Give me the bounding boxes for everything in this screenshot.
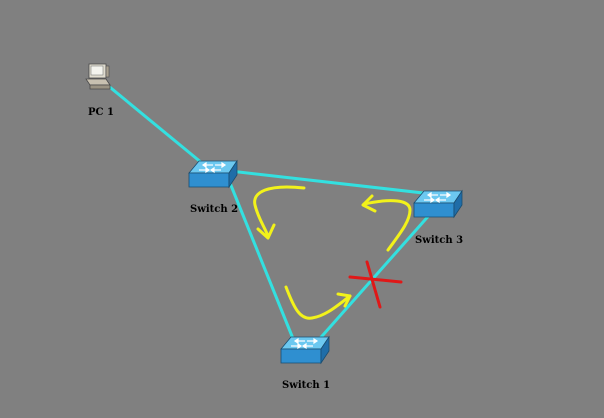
link-pc1-switch2 [105, 82, 209, 170]
loop-arrow-bottom [284, 285, 352, 320]
red-x-icon [348, 260, 403, 309]
switch1-node[interactable]: Switch 1 [280, 335, 330, 391]
loop-arrows [253, 185, 412, 320]
switch2-node[interactable]: Switch 2 [188, 159, 238, 215]
links [105, 82, 434, 347]
loop-arrow-right [362, 199, 412, 252]
switch3-label: Switch 3 [415, 235, 463, 246]
link-switch2-switch3 [229, 169, 433, 196]
desktop-computer-icon [85, 63, 111, 90]
loop-arrow-right-head [361, 194, 377, 213]
loop-arrow-bottom-head [336, 292, 352, 308]
pc1-label: PC 1 [88, 107, 114, 118]
network-switch-icon [188, 159, 238, 189]
switch1-label: Switch 1 [282, 380, 330, 391]
network-switch-icon [280, 335, 330, 365]
switch3-node[interactable]: Switch 3 [413, 189, 463, 246]
link-switch2-switch1 [228, 182, 298, 347]
network-switch-icon [413, 189, 463, 219]
pc1-node[interactable]: PC 1 [85, 63, 114, 118]
loop-arrow-top [253, 185, 306, 238]
loop-arrow-top-head [256, 223, 276, 240]
switch2-label: Switch 2 [190, 204, 238, 215]
